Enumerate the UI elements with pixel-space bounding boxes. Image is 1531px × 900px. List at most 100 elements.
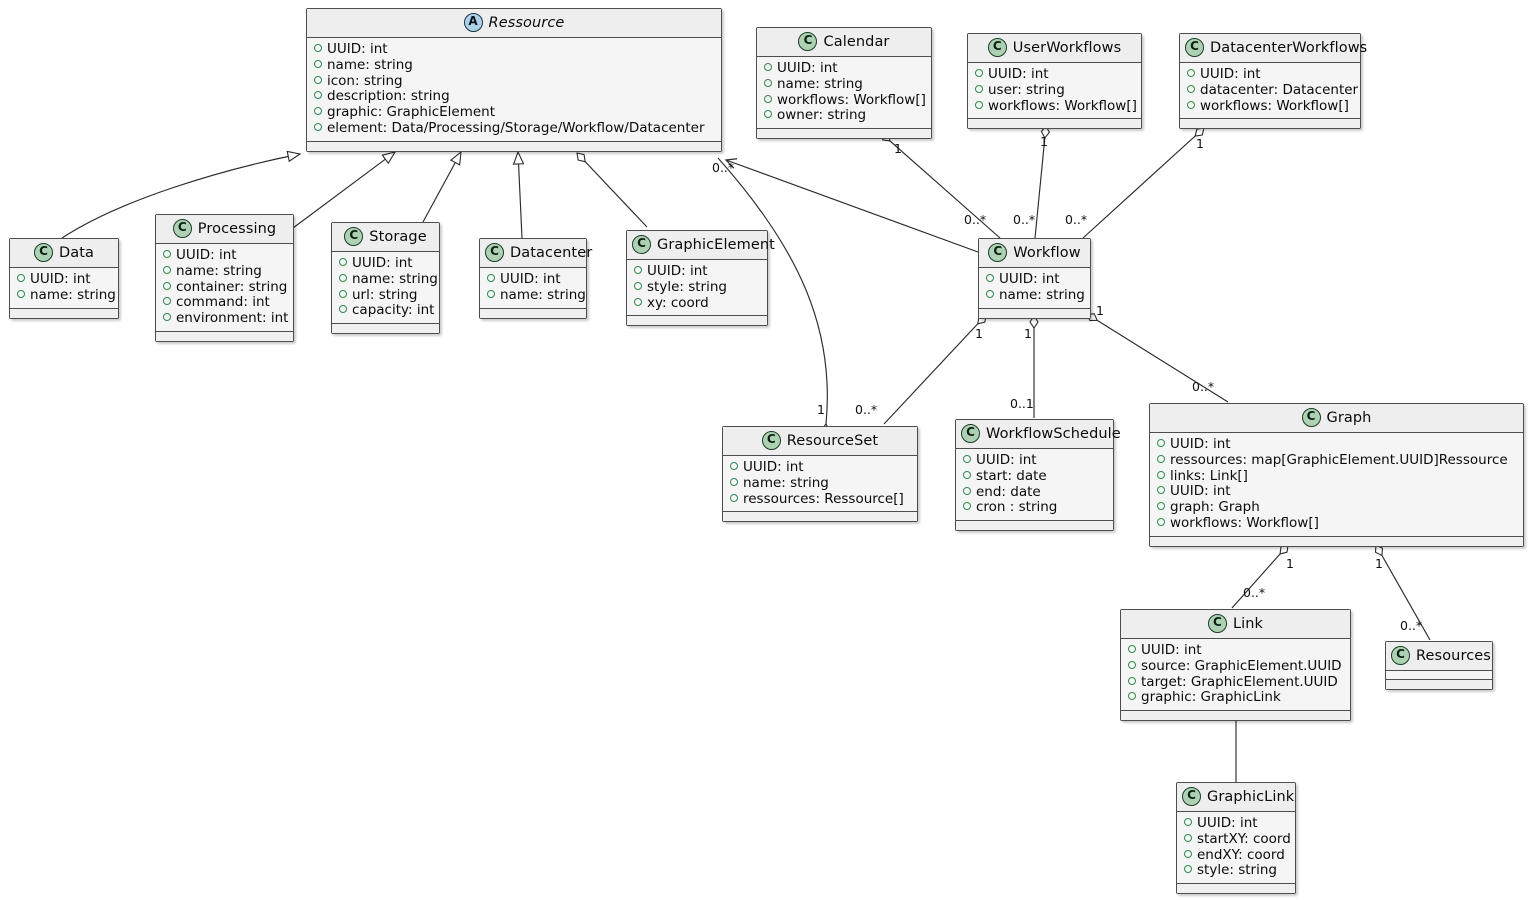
class-name-workflow: Workflow [1013,244,1081,261]
attribute-row: start: date [963,467,1107,485]
class-methods-graphiclink [1177,884,1295,894]
visibility-public-icon [986,289,994,298]
class-methods-datacenterworkflows [1180,119,1360,129]
visibility-public-icon [487,289,495,298]
class-name-graphiclink: GraphicLink [1207,788,1295,805]
attribute-label: description: string [327,88,450,105]
attribute-label: ressources: map[GraphicElement.UUID]Ress… [1170,451,1508,468]
visibility-public-icon [1157,502,1165,511]
attribute-label: endXY: coord [1197,846,1285,863]
visibility-public-icon [764,110,772,119]
visibility-public-icon [975,100,983,109]
visibility-public-icon [1187,100,1195,109]
visibility-public-icon [1128,692,1136,701]
attribute-label: xy: coord [647,294,709,311]
attribute-row: workflows: Workflow[] [1157,515,1517,532]
class-attributes-resources [1386,671,1492,680]
visibility-public-icon [1184,865,1192,874]
visibility-public-icon [963,455,971,463]
edge-datacenterworkflows-to-workflow [1082,127,1205,239]
attribute-label: style: string [647,278,727,295]
visibility-public-icon [963,470,971,479]
visibility-public-icon [163,281,171,290]
multiplicity-label: 0..* [1243,585,1266,600]
multiplicity-label: 1 [1096,303,1104,318]
class-name-link: Link [1232,615,1264,632]
attribute-row: UUID: int [764,60,925,77]
attribute-label: workflows: Workflow[] [988,97,1137,114]
attribute-label: target: GraphicElement.UUID [1141,673,1338,690]
class-icon: C [1301,408,1321,427]
visibility-public-icon [1128,660,1136,669]
visibility-public-icon [634,266,642,274]
attribute-row: name: string [764,76,925,93]
class-name-data: Data [58,244,95,261]
class-icon: C [1207,614,1227,633]
attribute-label: start: date [976,467,1047,484]
class-name-resources: Resources [1416,647,1491,664]
class-name-datacenterworkflows: DatacenterWorkflows [1210,39,1368,56]
visibility-public-icon [1184,818,1192,826]
attribute-row: name: string [487,287,586,304]
class-name-workflowschedule: WorkflowSchedule [986,425,1121,442]
attribute-label: workflows: Workflow[] [777,91,926,108]
attribute-row: url: string [339,287,433,304]
class-methods-workflow [979,308,1090,318]
visibility-public-icon [339,305,347,314]
class-methods-ressource [307,141,721,151]
attribute-label: UUID: int [743,459,804,475]
attribute-row: source: GraphicElement.UUID [1128,658,1344,675]
class-icon: C [798,32,818,51]
uml-class-resources[interactable]: C Resources [1385,641,1493,690]
attribute-row: workflows: Workflow[] [764,91,926,109]
class-methods-storage [332,324,439,334]
class-icon: C [1391,646,1410,665]
class-icon: C [1182,787,1201,806]
multiplicity-label: 0..* [1065,212,1088,227]
visibility-public-icon [1187,84,1195,93]
class-icon: C [761,431,781,450]
class-methods-datacenter [480,308,586,318]
edge-storage-to-ressource [422,150,462,223]
attribute-label: UUID: int [1197,815,1258,831]
attribute-row: endXY: coord [1184,846,1289,864]
class-name-processing: Processing [197,220,277,237]
multiplicity-label: 1 [975,326,983,341]
visibility-public-icon [314,91,322,100]
visibility-public-icon [1157,439,1165,447]
visibility-public-icon [339,289,347,298]
visibility-public-icon [730,462,738,470]
visibility-public-icon [986,274,994,282]
edge-workflow-to-resourceset [883,314,987,425]
class-name-userworkflows: UserWorkflows [1012,39,1122,56]
visibility-public-icon [963,486,971,495]
